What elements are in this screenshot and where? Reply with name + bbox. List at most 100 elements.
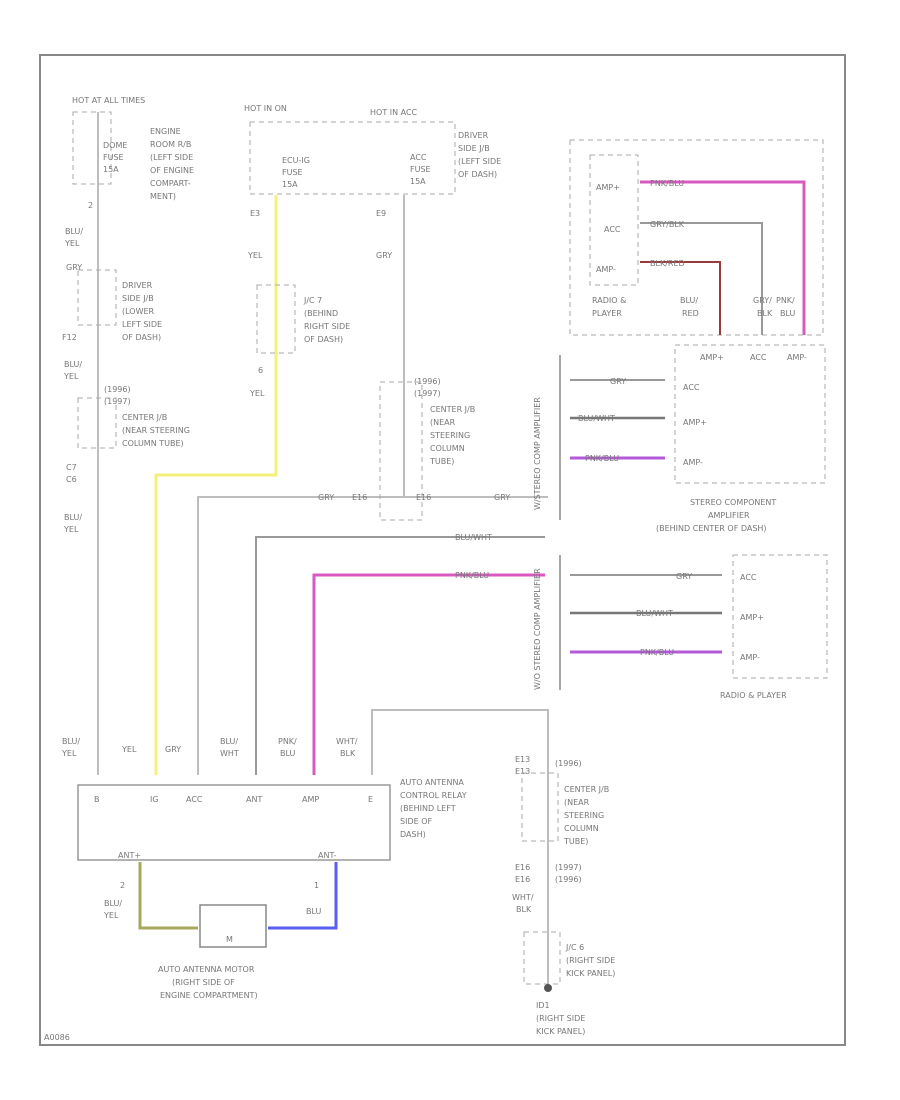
svg-text:AMP: AMP bbox=[302, 795, 319, 804]
fuse-ecuig-rating: FUSE bbox=[282, 168, 303, 177]
svg-text:CONTROL RELAY: CONTROL RELAY bbox=[400, 791, 467, 800]
svg-text:COLUMN: COLUMN bbox=[564, 824, 599, 833]
svg-text:STEERING: STEERING bbox=[430, 431, 470, 440]
label-gry-blk-2: GRY/ bbox=[753, 296, 772, 305]
relay-pin-ant-plus: ANT+ bbox=[118, 851, 141, 860]
svg-text:TUBE): TUBE) bbox=[429, 457, 454, 466]
svg-text:E: E bbox=[368, 795, 373, 804]
svg-text:IG: IG bbox=[150, 795, 159, 804]
label-e16-a: E16 bbox=[352, 493, 367, 502]
label-blu-yel-motor-b: YEL bbox=[103, 911, 119, 920]
label-pin-e16-d: E16 bbox=[515, 875, 530, 884]
svg-text:(NEAR: (NEAR bbox=[430, 418, 456, 427]
label-gry-1: GRY bbox=[376, 251, 392, 260]
label-yel-2: YEL bbox=[249, 389, 265, 398]
label-blu-yel-3b: YEL bbox=[63, 525, 79, 534]
svg-text:ACC: ACC bbox=[186, 795, 203, 804]
svg-text:(NEAR: (NEAR bbox=[564, 798, 590, 807]
label-pnk-blu-amp: PNK/BLU bbox=[585, 454, 619, 463]
svg-text:WHT: WHT bbox=[220, 749, 239, 758]
center-jb-lower-box bbox=[521, 772, 559, 842]
stereo-amp-label-2: AMPLIFIER bbox=[708, 511, 750, 520]
ground-name: ID1 bbox=[536, 1001, 550, 1010]
svg-text:CENTER J/B: CENTER J/B bbox=[122, 413, 167, 422]
svg-text:ENGINE COMPARTMENT): ENGINE COMPARTMENT) bbox=[160, 991, 258, 1000]
svg-text:CENTER J/B: CENTER J/B bbox=[430, 405, 475, 414]
svg-text:(LOWER: (LOWER bbox=[122, 307, 155, 316]
svg-text:OF DASH): OF DASH) bbox=[122, 333, 161, 342]
fuse-acc-location: DRIVER SIDE J/B (LEFT SIDE OF DASH) bbox=[458, 131, 501, 179]
jc6-location: J/C 6 (RIGHT SIDE KICK PANEL) bbox=[565, 943, 615, 978]
label-without-stereo: W/O STEREO COMP AMPLIFIER bbox=[533, 568, 542, 690]
label-blu-wht-amp: BLU/WHT bbox=[578, 414, 615, 423]
label-gry-blk-top: GRY/BLK bbox=[650, 220, 685, 229]
svg-text:DRIVER: DRIVER bbox=[122, 281, 153, 290]
fuse-acc-amp: 15A bbox=[410, 177, 426, 186]
svg-text:SIDE J/B: SIDE J/B bbox=[122, 294, 154, 303]
stereo-amp-pin-top-3: AMP- bbox=[787, 353, 807, 362]
fuse-acc-power: HOT IN ACC bbox=[370, 108, 418, 117]
radio-top-label-1: RADIO & bbox=[592, 296, 626, 305]
svg-text:J/C 6: J/C 6 bbox=[565, 943, 584, 952]
relay-box bbox=[77, 784, 391, 861]
svg-text:GRY: GRY bbox=[165, 745, 181, 754]
wire-blu-yel-motor bbox=[138, 862, 198, 930]
svg-text:(LEFT SIDE: (LEFT SIDE bbox=[458, 157, 501, 166]
wire-blu-motor bbox=[268, 862, 338, 930]
svg-text:ANT: ANT bbox=[246, 795, 262, 804]
svg-text:(RIGHT SIDE: (RIGHT SIDE bbox=[566, 956, 615, 965]
svg-text:OF ENGINE: OF ENGINE bbox=[150, 166, 194, 175]
ground-point bbox=[544, 984, 552, 992]
stereo-amp-label-1: STEREO COMPONENT bbox=[690, 498, 776, 507]
svg-text:DASH): DASH) bbox=[400, 830, 426, 839]
center-jb-lower-year-3: (1996) bbox=[555, 875, 582, 884]
label-pin-c7: C7 bbox=[66, 463, 77, 472]
diagram-code: A0086 bbox=[44, 1033, 70, 1042]
svg-text:(RIGHT SIDE OF: (RIGHT SIDE OF bbox=[172, 978, 235, 987]
label-blu-red: BLU/ bbox=[680, 296, 698, 305]
center-jb-lower-year-1: (1996) bbox=[555, 759, 582, 768]
svg-text:YEL: YEL bbox=[61, 749, 77, 758]
label-gry-2: GRY bbox=[318, 493, 334, 502]
fuse-ecuig-amp: 15A bbox=[282, 180, 298, 189]
ground-location-2: KICK PANEL) bbox=[536, 1027, 585, 1036]
svg-text:COLUMN TUBE): COLUMN TUBE) bbox=[122, 439, 184, 448]
svg-text:BLU: BLU bbox=[280, 749, 296, 758]
svg-text:SIDE J/B: SIDE J/B bbox=[458, 144, 490, 153]
label-blu-yel-1: BLU/ bbox=[65, 227, 83, 236]
label-wht-blk-1b: BLK bbox=[516, 905, 532, 914]
svg-text:MENT): MENT) bbox=[150, 192, 176, 201]
radio-top-inner bbox=[589, 154, 639, 286]
radio-bottom-pin-3: AMP- bbox=[740, 653, 760, 662]
radio-bottom-pin-2: AMP+ bbox=[740, 613, 764, 622]
center-jb-lower-location: CENTER J/B (NEAR STEERING COLUMN TUBE) bbox=[563, 785, 609, 846]
svg-text:BLK: BLK bbox=[340, 749, 356, 758]
label-with-stereo: W/STEREO COMP AMPLIFIER bbox=[533, 397, 542, 510]
stereo-amp-pin-left-1: ACC bbox=[683, 383, 700, 392]
radio-bottom-box bbox=[732, 554, 828, 679]
fuse-ecuig-power: HOT IN ON bbox=[244, 104, 287, 113]
label-pin-e13-a: E13 bbox=[515, 755, 530, 764]
fuse-dash-jb-box bbox=[249, 121, 456, 195]
stereo-amp-pin-left-2: AMP+ bbox=[683, 418, 707, 427]
radio-bottom-label: RADIO & PLAYER bbox=[720, 691, 787, 700]
label-pin-e9: E9 bbox=[376, 209, 386, 218]
stereo-amp-pin-left-3: AMP- bbox=[683, 458, 703, 467]
fuse-dome-power: HOT AT ALL TIMES bbox=[72, 96, 145, 105]
svg-text:J/C 7: J/C 7 bbox=[303, 296, 322, 305]
radio-top-pin-amp-plus: AMP+ bbox=[596, 183, 620, 192]
fuse-acc-rating: FUSE bbox=[410, 165, 431, 174]
wire-yellow-ig bbox=[154, 195, 278, 775]
svg-text:KICK PANEL): KICK PANEL) bbox=[566, 969, 615, 978]
svg-text:PNK/: PNK/ bbox=[278, 737, 297, 746]
jc6-box bbox=[523, 931, 561, 985]
label-pin-e3: E3 bbox=[250, 209, 260, 218]
svg-text:SIDE OF: SIDE OF bbox=[400, 817, 432, 826]
label-pnk-blu-2: PNK/ bbox=[776, 296, 795, 305]
svg-text:B: B bbox=[94, 795, 100, 804]
driver-jb-pin-top: GRY bbox=[66, 263, 82, 272]
svg-text:WHT/: WHT/ bbox=[336, 737, 358, 746]
label-gry-blk-2b: BLK bbox=[757, 309, 773, 318]
label-pin-2b: 2 bbox=[120, 881, 125, 890]
wire-gry-acc bbox=[197, 195, 405, 775]
